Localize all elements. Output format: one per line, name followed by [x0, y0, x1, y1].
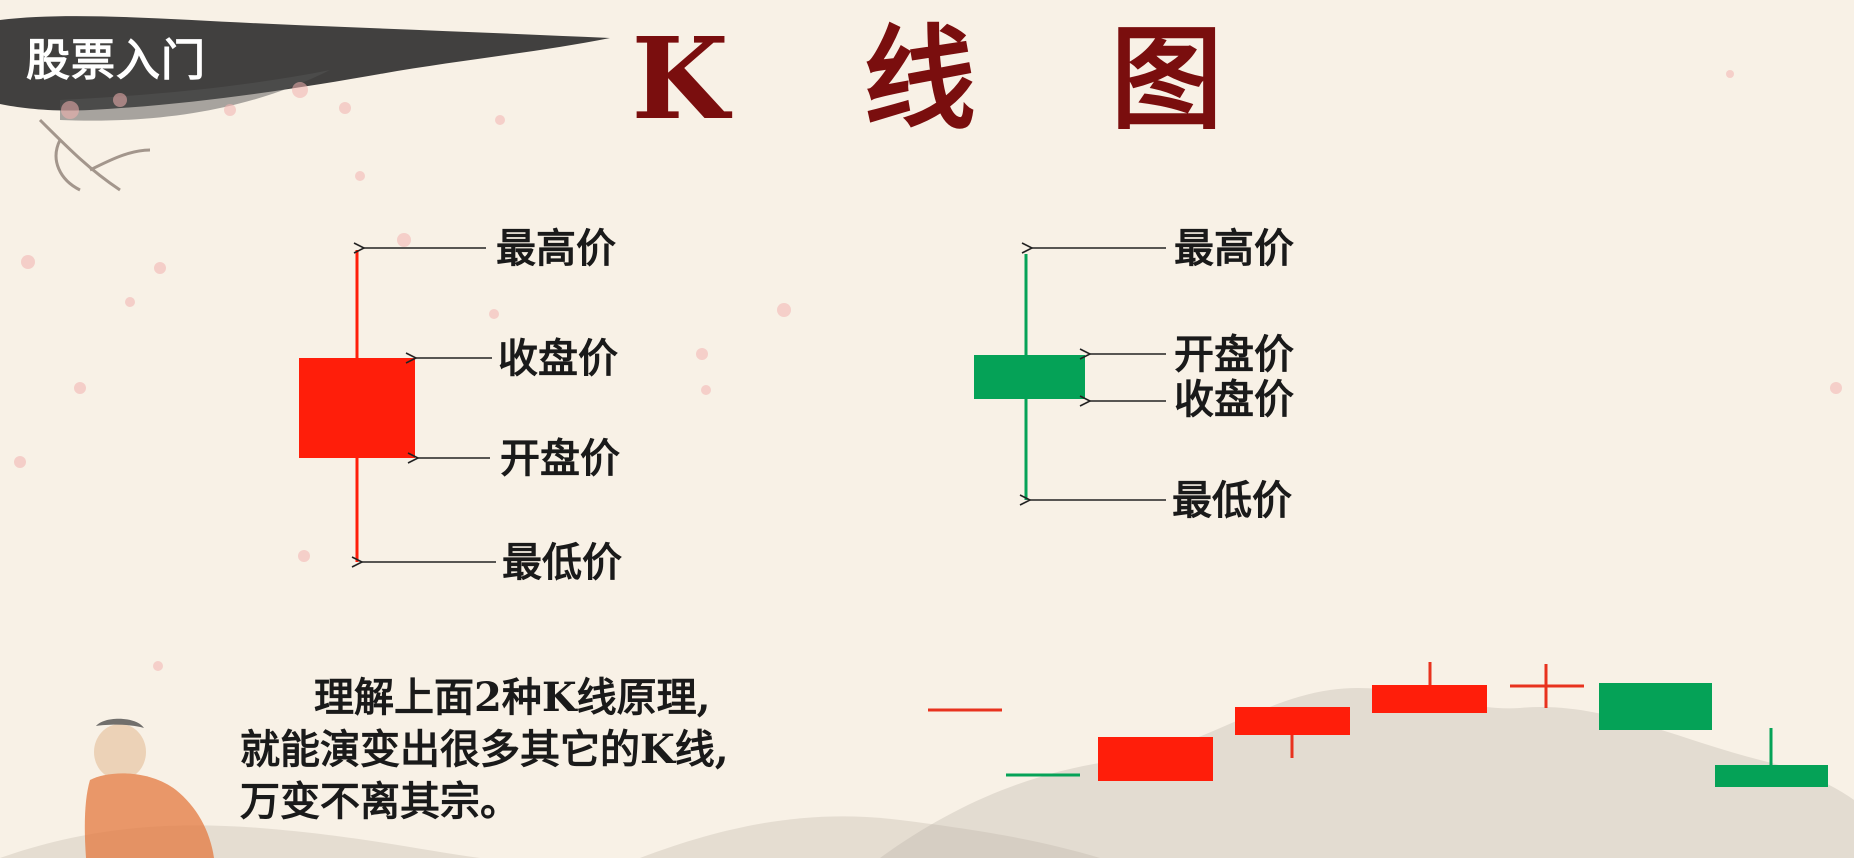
green-candle-arrows: [1030, 248, 1166, 500]
green-candle: [974, 254, 1085, 500]
note-line-3: 万变不离其宗。: [240, 778, 520, 825]
page-title: K 线 图: [631, 14, 1271, 145]
example-green-body: [1599, 683, 1712, 730]
green-high-label: 最高价: [1174, 225, 1294, 272]
example-red-body: [1098, 737, 1213, 781]
brand-label: 股票入门: [26, 35, 206, 86]
note-line-2: 就能演变出很多其它的K线,: [240, 726, 729, 773]
plum-branch: [38, 118, 151, 192]
red-low-label: 最低价: [502, 539, 622, 586]
candle-examples: [928, 662, 1828, 787]
red-open-label: 开盘价: [500, 435, 620, 482]
example-green-body-upper-wick: [1715, 765, 1828, 787]
red-candle-body: [299, 358, 415, 458]
red-high-label: 最高价: [496, 225, 616, 272]
red-candle: [299, 250, 415, 562]
red-candle-arrows: [362, 248, 496, 562]
blossom-petals: [14, 70, 1842, 671]
red-close-label: 收盘价: [498, 335, 618, 382]
explanation-note: 理解上面2种K线原理, 就能演变出很多其它的K线, 万变不离其宗。: [240, 672, 729, 828]
green-candle-body: [974, 355, 1085, 399]
note-line-1: 理解上面2种K线原理,: [314, 674, 711, 721]
green-open-label: 开盘价: [1174, 331, 1294, 378]
mountains: [880, 688, 1854, 858]
ink-brush-stroke: [0, 16, 610, 111]
example-red-body-upper-wick: [1372, 685, 1487, 713]
green-close-label: 收盘价: [1174, 376, 1294, 423]
example-red-body-lower-wick: [1235, 707, 1350, 735]
child-figure: [84, 718, 214, 858]
green-low-label: 最低价: [1172, 477, 1292, 524]
